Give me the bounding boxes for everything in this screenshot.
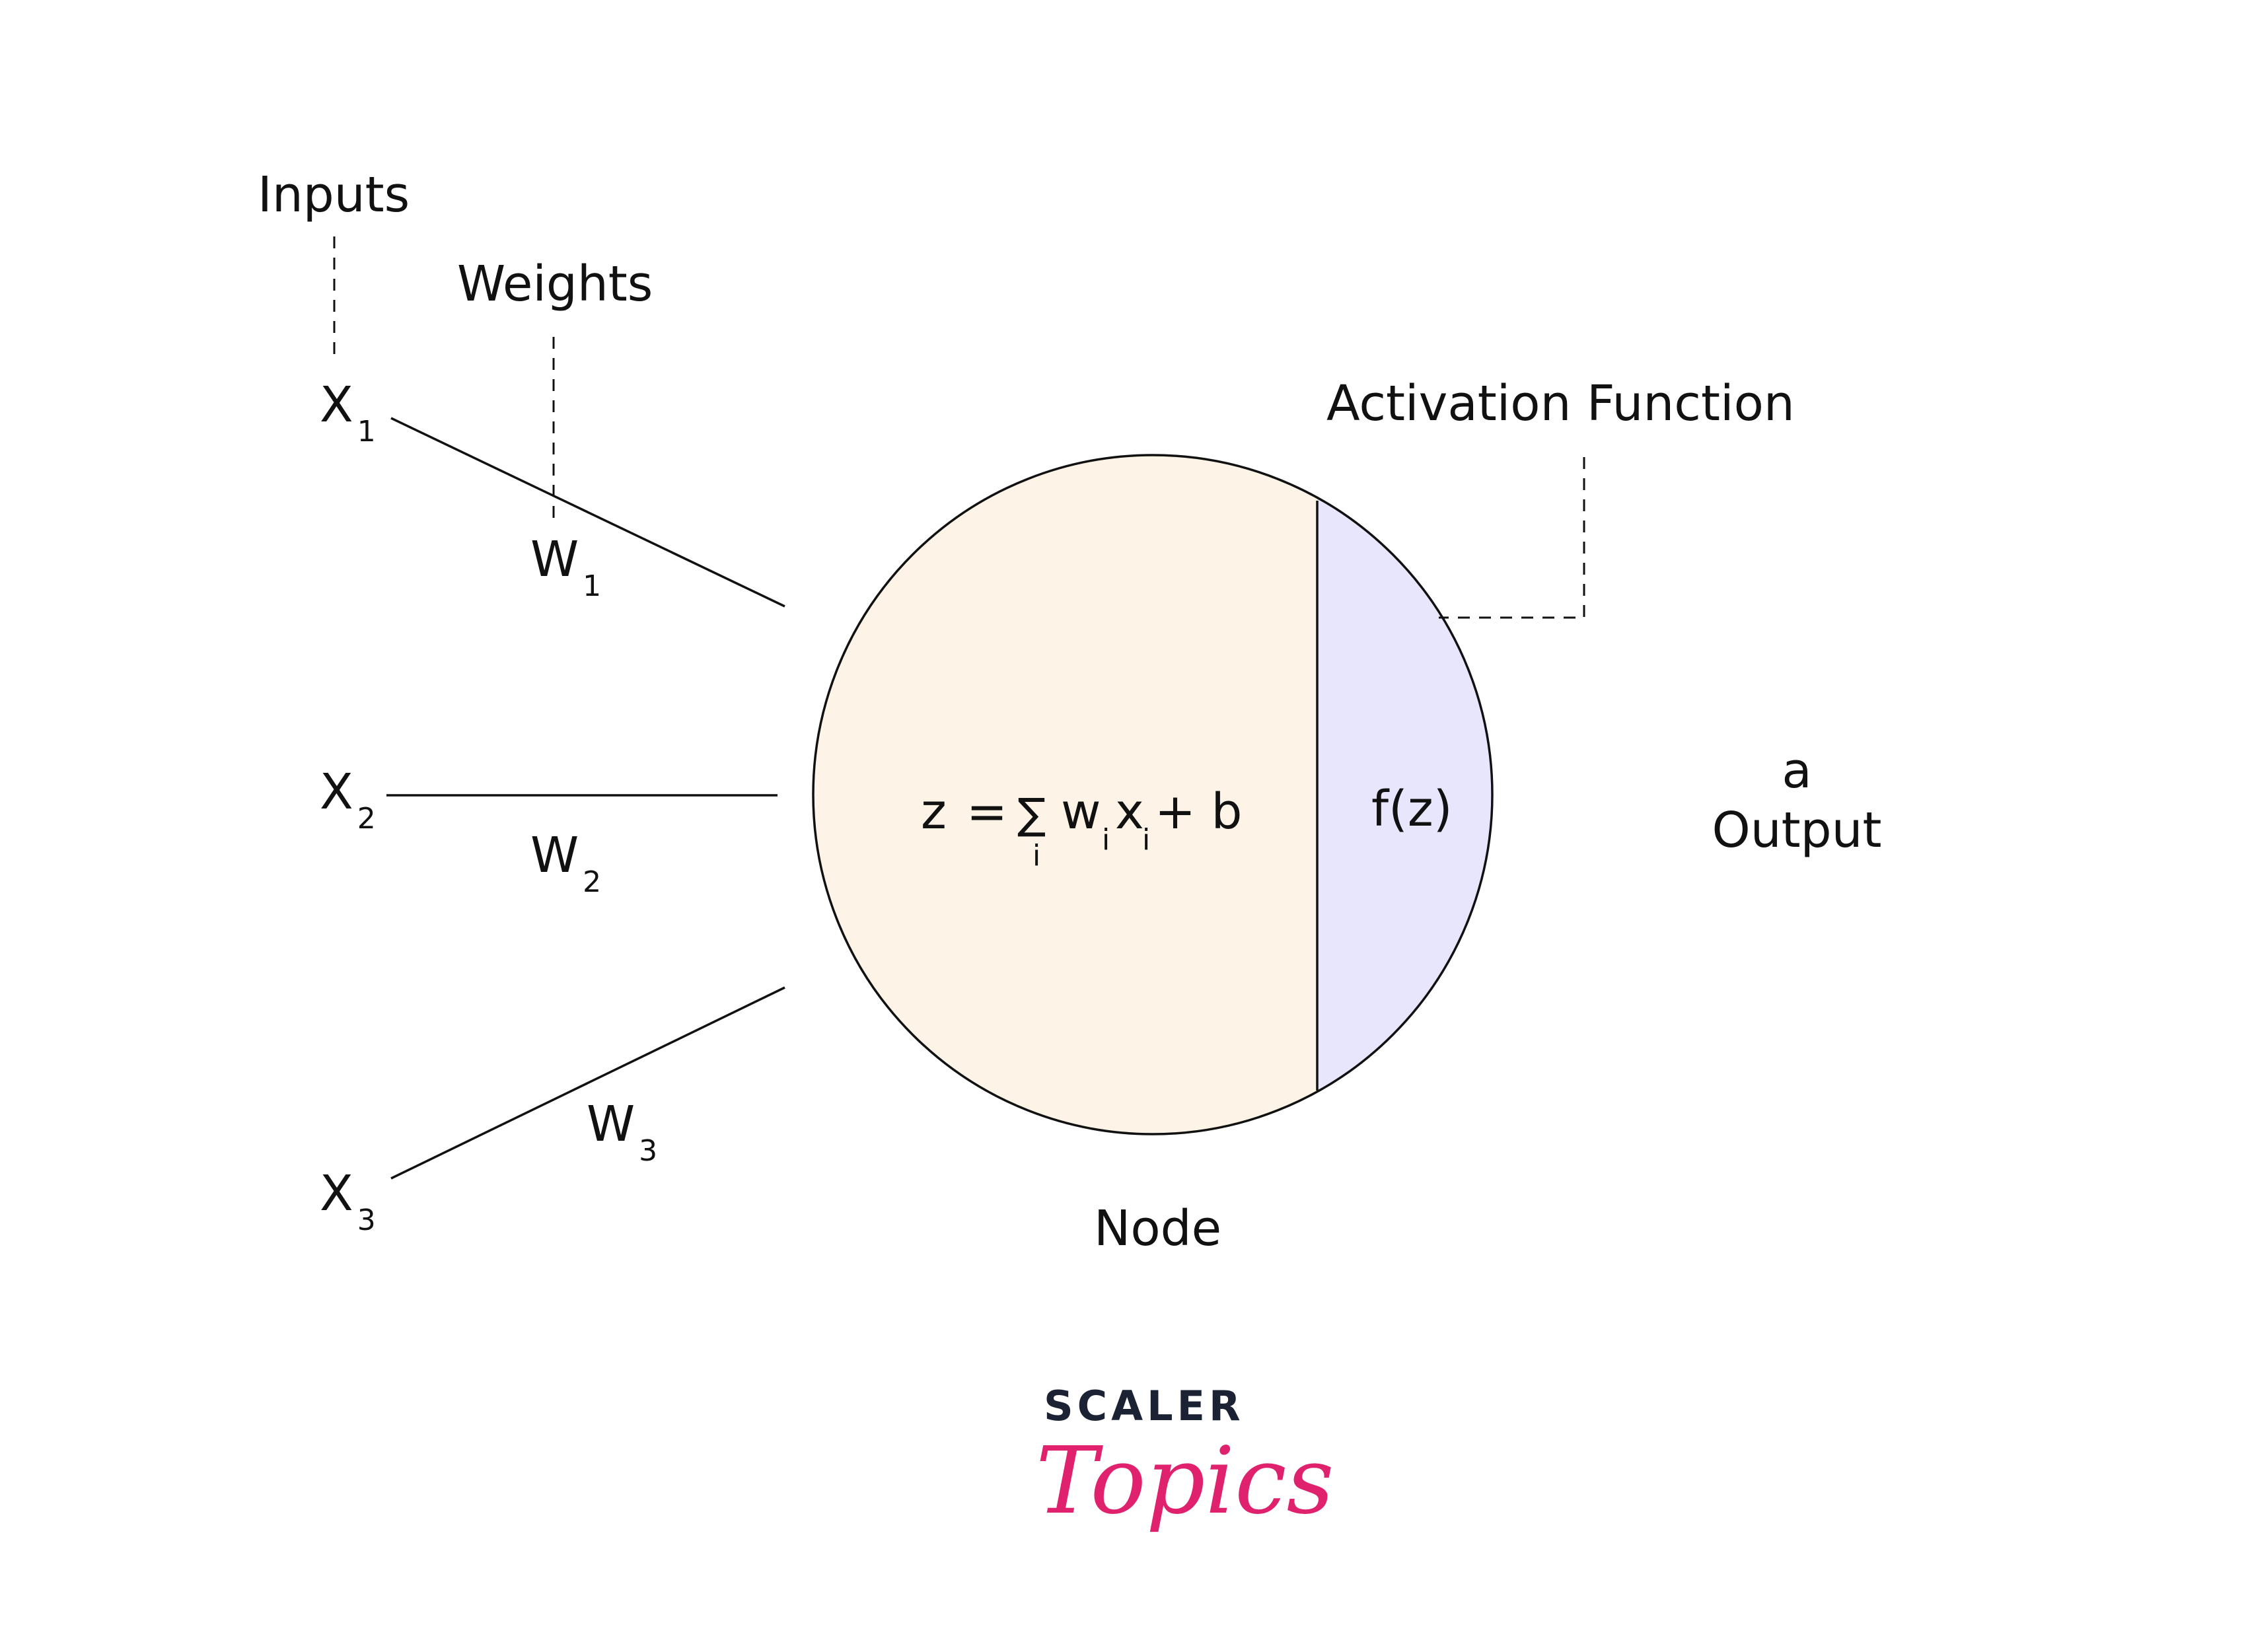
svg-text:∑: ∑ <box>1017 790 1046 839</box>
svg-text:z: z <box>921 783 947 840</box>
output-symbol: a <box>1782 742 1811 799</box>
svg-text:+ b: + b <box>1155 783 1243 840</box>
logo-topics-text: Topics <box>1036 1427 1334 1535</box>
svg-text:i: i <box>1032 839 1040 873</box>
inputs-label: Inputs <box>258 166 410 223</box>
node-label: Node <box>1094 1200 1221 1257</box>
connection-line-3 <box>390 986 785 1180</box>
activation-expression: f(z) <box>1371 781 1453 838</box>
svg-text:i: i <box>1102 823 1110 857</box>
logo-scaler-text: SCALER <box>1044 1382 1245 1430</box>
scaler-topics-logo: SCALER Topics <box>1036 1382 1334 1535</box>
summation-formula: z = ∑ i w i x i + b <box>921 783 1243 873</box>
activation-function-label: Activation Function <box>1326 375 1795 432</box>
output-label: Output <box>1712 802 1881 859</box>
svg-text:i: i <box>1142 823 1150 857</box>
connection-line-1 <box>390 417 785 608</box>
svg-text:x: x <box>1115 783 1144 840</box>
node-outline <box>812 454 1494 1135</box>
svg-text:w: w <box>1061 783 1101 840</box>
svg-text:=: = <box>966 783 1007 840</box>
node-circle <box>812 454 1494 1135</box>
activation-callout-line <box>1439 457 1585 619</box>
weights-label: Weights <box>457 256 653 312</box>
